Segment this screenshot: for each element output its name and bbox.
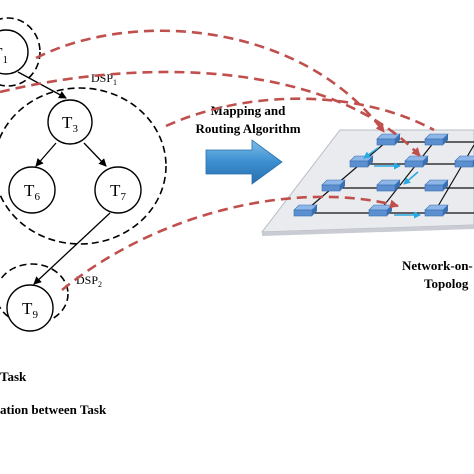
t7-subscript: 7 — [120, 191, 126, 203]
svg-text:T7: T7 — [110, 181, 126, 203]
svg-text:T9: T9 — [22, 299, 38, 321]
noc-router-node — [293, 204, 318, 217]
dsp1-label: DSP — [91, 71, 113, 85]
noc-router-node — [321, 179, 346, 192]
task-node-t1 — [0, 29, 29, 75]
t1-subscript: 1 — [2, 54, 8, 66]
t9-subscript: 9 — [32, 309, 38, 321]
dsp1-boundary-top — [0, 17, 41, 87]
noc-router-node — [349, 155, 374, 168]
noc-router-node — [376, 179, 401, 192]
edge-t3-t6 — [35, 142, 57, 167]
algorithm-label-line1: Mapping and — [211, 103, 287, 118]
svg-text:T1: T1 — [0, 44, 8, 66]
algorithm-label-line2: Routing Algorithm — [195, 121, 300, 136]
dsp2-subscript: 2 — [98, 280, 102, 289]
edge-t1-t3 — [17, 71, 67, 99]
big-mapping-arrow — [205, 139, 283, 185]
svg-text:T3: T3 — [62, 113, 78, 135]
edge-t7-t9 — [33, 212, 111, 285]
dsp1-boundary — [0, 87, 167, 245]
noc-label-line1: Network-on- — [402, 258, 473, 273]
mapping-arrow-t1 — [35, 29, 386, 133]
t6-subscript: 6 — [34, 191, 40, 203]
noc-router-node — [404, 155, 429, 168]
legend-communication: ation between Task — [0, 402, 107, 417]
noc-label-line2: Topolog — [424, 276, 469, 291]
t7-label: T — [110, 181, 121, 200]
t6-label: T — [24, 181, 35, 200]
t3-subscript: 3 — [72, 123, 78, 135]
edge-t3-t7 — [83, 142, 107, 167]
task-node-t9 — [6, 284, 54, 332]
noc-router-node — [376, 133, 401, 146]
mapping-arrow-t9 — [61, 195, 399, 292]
noc-router-node — [424, 179, 449, 192]
legend-task: Task — [0, 369, 27, 384]
mapping-arrow-t3 — [0, 70, 421, 157]
mapping-arrow-t6 — [165, 97, 435, 132]
t3-label: T — [62, 113, 73, 132]
svg-text:T6: T6 — [24, 181, 40, 203]
route-arrow-3 — [403, 171, 419, 185]
noc-plane-edge — [262, 225, 474, 236]
noc-router-node — [424, 204, 449, 217]
t9-label: T — [22, 299, 33, 318]
task-node-t7 — [94, 166, 142, 214]
task-node-t3 — [47, 99, 93, 145]
task-node-t6 — [8, 166, 56, 214]
dsp1-subscript: 1 — [113, 78, 117, 87]
t1-label: T — [0, 44, 3, 63]
noc-router-node — [368, 204, 393, 217]
noc-router-node — [424, 133, 449, 146]
route-arrow-1 — [363, 147, 379, 159]
noc-routers — [293, 133, 474, 217]
dsp2-boundary — [0, 263, 69, 325]
